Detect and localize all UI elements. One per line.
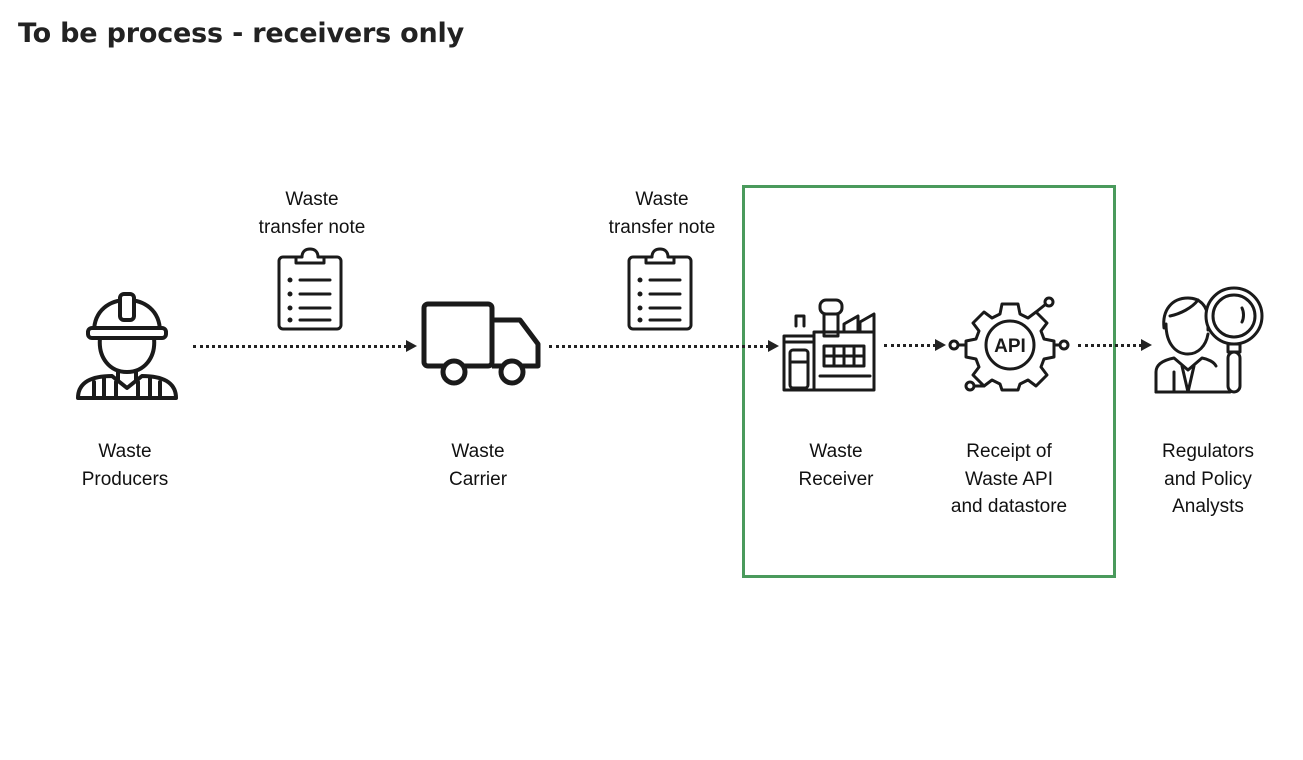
document-label-line: transfer note bbox=[608, 216, 716, 238]
document-label-line: Waste bbox=[635, 189, 689, 210]
document-label-line: Waste bbox=[285, 189, 339, 210]
document-label: Waste transfer note bbox=[609, 186, 716, 241]
clipboard-icon bbox=[276, 247, 344, 331]
document-label-line: transfer note bbox=[258, 216, 366, 238]
node-label-line: and Policy bbox=[1164, 468, 1252, 490]
analyst-magnifier-icon bbox=[1152, 284, 1266, 396]
arrow-receiver-to-api bbox=[884, 339, 946, 351]
node-label-line: Analysts bbox=[1172, 496, 1244, 517]
api-gear-icon: API bbox=[948, 298, 1072, 390]
arrow-carrier-to-receiver bbox=[549, 340, 779, 352]
node-label-producers: Waste Producers bbox=[82, 438, 169, 493]
node-label-line: Waste bbox=[98, 441, 152, 462]
node-label-line: Regulators bbox=[1162, 441, 1254, 462]
node-label-line: Waste bbox=[451, 441, 505, 462]
factory-icon bbox=[780, 296, 880, 394]
node-label-regulators: Regulators and Policy Analysts bbox=[1162, 438, 1254, 521]
worker-hardhat-icon bbox=[74, 290, 180, 402]
clipboard-icon bbox=[626, 247, 694, 331]
node-label-api: Receipt of Waste API and datastore bbox=[951, 438, 1067, 521]
truck-icon bbox=[420, 300, 544, 386]
node-label-line: Carrier bbox=[448, 468, 508, 490]
page-title: To be process - receivers only bbox=[18, 18, 464, 49]
receivers-scope-box bbox=[742, 185, 1116, 578]
svg-text:API: API bbox=[994, 336, 1026, 357]
arrow-producers-to-carrier bbox=[193, 340, 417, 352]
node-label-receiver: Waste Receiver bbox=[799, 438, 874, 493]
document-label: Waste transfer note bbox=[259, 186, 366, 241]
node-label-line: Receipt of bbox=[966, 441, 1052, 462]
node-label-line: Producers bbox=[81, 468, 169, 490]
node-label-line: Waste bbox=[809, 441, 863, 462]
node-label-line: Receiver bbox=[798, 468, 874, 490]
node-label-line: Waste API bbox=[964, 468, 1053, 490]
node-label-line: and datastore bbox=[950, 496, 1068, 517]
node-label-carrier: Waste Carrier bbox=[449, 438, 507, 493]
arrow-api-to-regulators bbox=[1078, 339, 1152, 351]
